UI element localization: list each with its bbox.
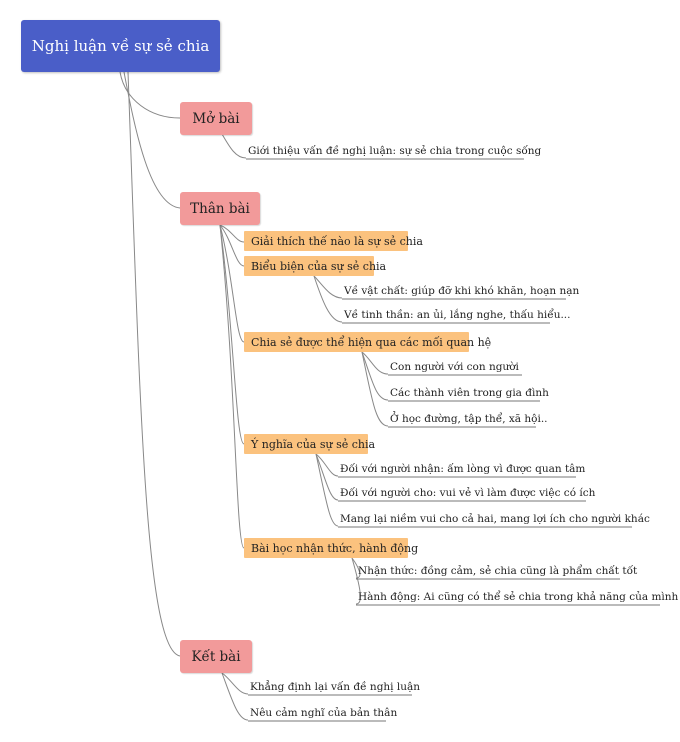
connector-ketbai-l1 — [221, 672, 249, 695]
connector-s2-l2 — [313, 275, 343, 323]
sub-bieu-hien[interactable]: Biểu biện của sự sẻ chia — [244, 256, 386, 276]
leaf-mo-bai-1[interactable]: Giới thiệu vấn đề nghị luận: sự sẻ chia … — [248, 145, 542, 157]
connector-s3-l2 — [361, 351, 389, 401]
connector-mobai-leaf — [221, 133, 247, 159]
leaf-s5-1[interactable]: Nhận thức: đồng cảm, sẻ chia cũng là phẩ… — [358, 565, 638, 577]
sub-moi-quan-he[interactable]: Chia sẻ được thể hiện qua các mối quan h… — [244, 332, 491, 352]
leaf-s4-1[interactable]: Đối với người nhận: ấm lòng vì được quan… — [340, 463, 586, 475]
root-node[interactable]: Nghị luận về sự sẻ chia — [21, 20, 220, 72]
leaf-ket-bai-2[interactable]: Nêu cảm nghĩ của bản thân — [250, 707, 398, 719]
leaf-s3-1[interactable]: Con người với con người — [390, 361, 519, 373]
leaf-s3-3[interactable]: Ở học đường, tập thể, xã hội.. — [390, 413, 548, 425]
connector-s4-l1 — [315, 453, 339, 477]
connector-thanbai-s4 — [219, 224, 245, 445]
connector-s4-l3 — [315, 453, 339, 527]
connector-s4-l2 — [315, 453, 339, 501]
connector-s3-l3 — [361, 351, 389, 427]
sub-y-nghia[interactable]: Ý nghĩa của sự sẻ chia — [244, 434, 375, 454]
connector-root-mobai — [119, 71, 181, 119]
section-than-bai[interactable]: Thân bài — [180, 192, 260, 225]
leaf-s4-2[interactable]: Đối với người cho: vui vẻ vì làm được vi… — [340, 487, 596, 499]
connector-thanbai-s2 — [219, 224, 245, 267]
leaf-s5-2[interactable]: Hành động: Ai cũng có thể sẻ chia trong … — [358, 591, 679, 603]
sub-bai-hoc[interactable]: Bài học nhận thức, hành động — [244, 538, 418, 558]
leaf-ket-bai-1[interactable]: Khẳng định lại vấn đề nghị luận — [250, 681, 421, 693]
connector-thanbai-s1 — [219, 224, 245, 243]
connector-thanbai-s3 — [219, 224, 245, 343]
connector-root-thanbai — [123, 71, 181, 209]
sub-giai-thich[interactable]: Giải thích thế nào là sự sẻ chia — [244, 231, 423, 251]
connector-s5-l2 — [351, 557, 361, 605]
leaf-s2-2[interactable]: Về tinh thần: an ủi, lắng nghe, thấu hiể… — [344, 309, 571, 321]
section-mo-bai[interactable]: Mở bài — [180, 102, 252, 135]
connector-root-ketbai — [127, 71, 181, 657]
leaf-s2-1[interactable]: Về vật chất: giúp đỡ khi khó khăn, hoạn … — [344, 285, 580, 297]
connector-s3-l1 — [361, 351, 389, 375]
connector-thanbai-s5 — [219, 224, 245, 549]
connector-s2-l1 — [313, 275, 343, 299]
connector-ketbai-l2 — [221, 672, 249, 721]
leaf-s4-3[interactable]: Mang lại niềm vui cho cả hai, mang lợi í… — [340, 513, 650, 525]
leaf-s3-2[interactable]: Các thành viên trong gia đình — [390, 387, 549, 399]
section-ket-bai[interactable]: Kết bài — [180, 640, 252, 673]
